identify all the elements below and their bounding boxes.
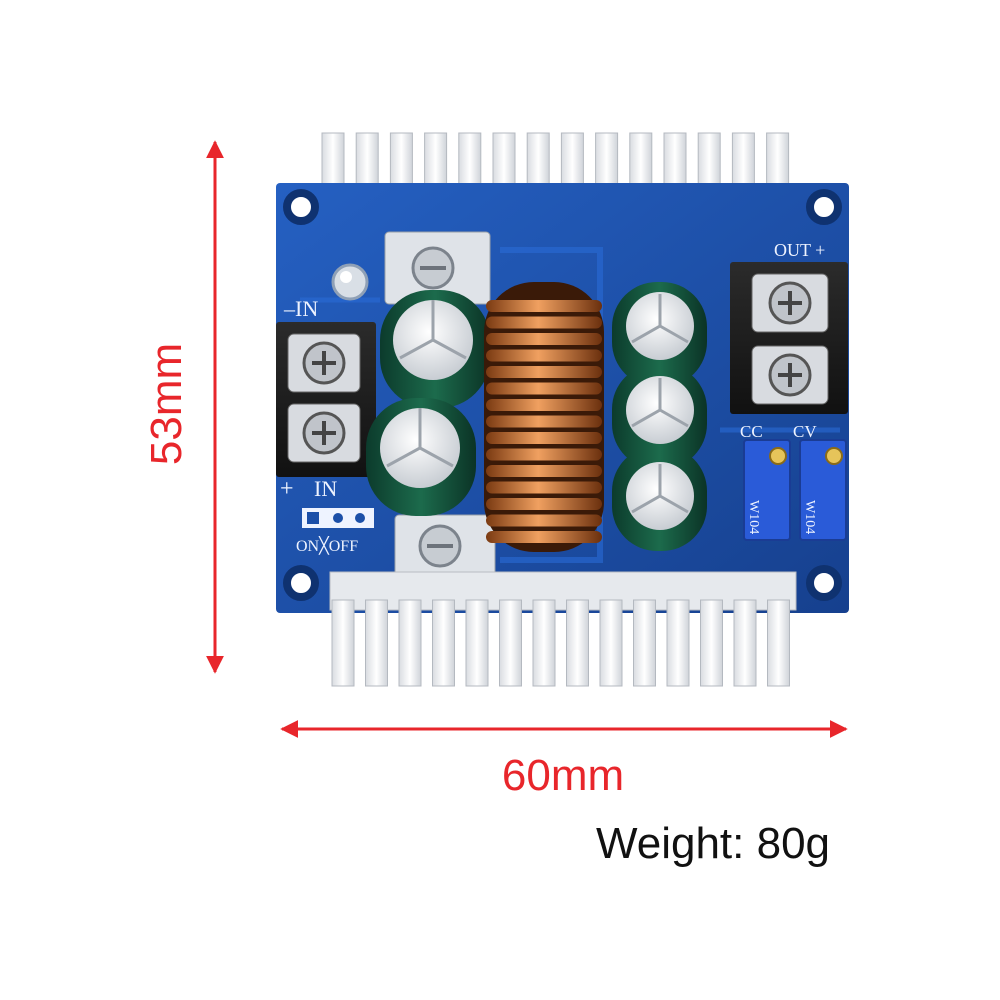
cc-potentiometer[interactable]: W104 xyxy=(743,439,791,541)
mount-hole xyxy=(806,189,842,225)
coil-winding xyxy=(486,382,602,395)
coil-winding xyxy=(486,300,602,312)
heatsink-fin xyxy=(398,599,422,687)
coil-winding xyxy=(486,349,602,362)
inductor-coil xyxy=(484,282,604,552)
mount-hole xyxy=(806,565,842,601)
silk-cc-label: CC xyxy=(740,422,763,441)
upper-transistor xyxy=(384,231,491,305)
mount-hole xyxy=(283,565,319,601)
silk-in-plus: + xyxy=(280,476,294,502)
heatsink-fin xyxy=(633,599,656,687)
terminal-screw[interactable] xyxy=(287,333,361,393)
heatsink-fin xyxy=(532,599,556,687)
heatsink-fin xyxy=(499,599,522,687)
onoff-header[interactable] xyxy=(302,508,374,528)
mount-hole xyxy=(283,189,319,225)
terminal-screw[interactable] xyxy=(287,403,361,463)
lower-transistor xyxy=(394,514,496,580)
input-terminal-block xyxy=(276,322,376,477)
pot-code-right: W104 xyxy=(802,500,817,534)
silk-in-minus: –IN xyxy=(283,296,318,321)
heatsink-fin xyxy=(432,599,455,687)
heatsink-fin xyxy=(599,599,623,687)
heatsink-fin xyxy=(465,599,489,687)
coil-winding xyxy=(486,432,602,444)
width-dimension-label: 60mm xyxy=(501,751,625,800)
coil-winding xyxy=(486,514,602,527)
coil-winding xyxy=(486,465,602,477)
pot-code-left: W104 xyxy=(746,500,761,534)
heatsink-fin xyxy=(666,599,690,687)
coil-winding xyxy=(486,333,602,345)
output-capacitor xyxy=(612,364,707,469)
output-capacitor xyxy=(612,446,707,551)
coil-winding xyxy=(486,531,602,543)
heatsink-fin xyxy=(365,599,388,687)
silk-onoff-label: ON╳OFF xyxy=(296,536,358,555)
weight-label: Weight: 80g xyxy=(596,819,831,868)
heatsink-fin xyxy=(331,599,355,687)
heatsink-fin xyxy=(700,599,723,687)
output-capacitor xyxy=(612,282,707,387)
coil-winding xyxy=(486,481,602,494)
bottom-heatsink xyxy=(329,571,797,687)
heatsink-fin xyxy=(733,599,757,687)
heatsink-fin xyxy=(566,599,589,687)
coil-winding xyxy=(486,399,602,411)
terminal-screw[interactable] xyxy=(751,273,829,333)
input-capacitor xyxy=(380,290,490,408)
height-dimension-label: 53mm xyxy=(142,342,191,466)
coil-winding xyxy=(486,415,602,428)
silk-out-label: OUT + xyxy=(774,240,825,260)
coil-winding xyxy=(486,366,602,378)
input-capacitor xyxy=(366,398,476,516)
indicator-led xyxy=(331,263,369,301)
silk-cv-label: CV xyxy=(793,422,817,441)
cv-potentiometer[interactable]: W104 xyxy=(799,439,847,541)
heatsink-fin xyxy=(767,599,790,687)
output-terminal-block xyxy=(730,262,848,414)
coil-winding xyxy=(486,316,602,329)
silk-in-label: IN xyxy=(314,476,337,501)
coil-winding xyxy=(486,498,602,510)
coil-winding xyxy=(486,448,602,461)
terminal-screw[interactable] xyxy=(751,345,829,405)
